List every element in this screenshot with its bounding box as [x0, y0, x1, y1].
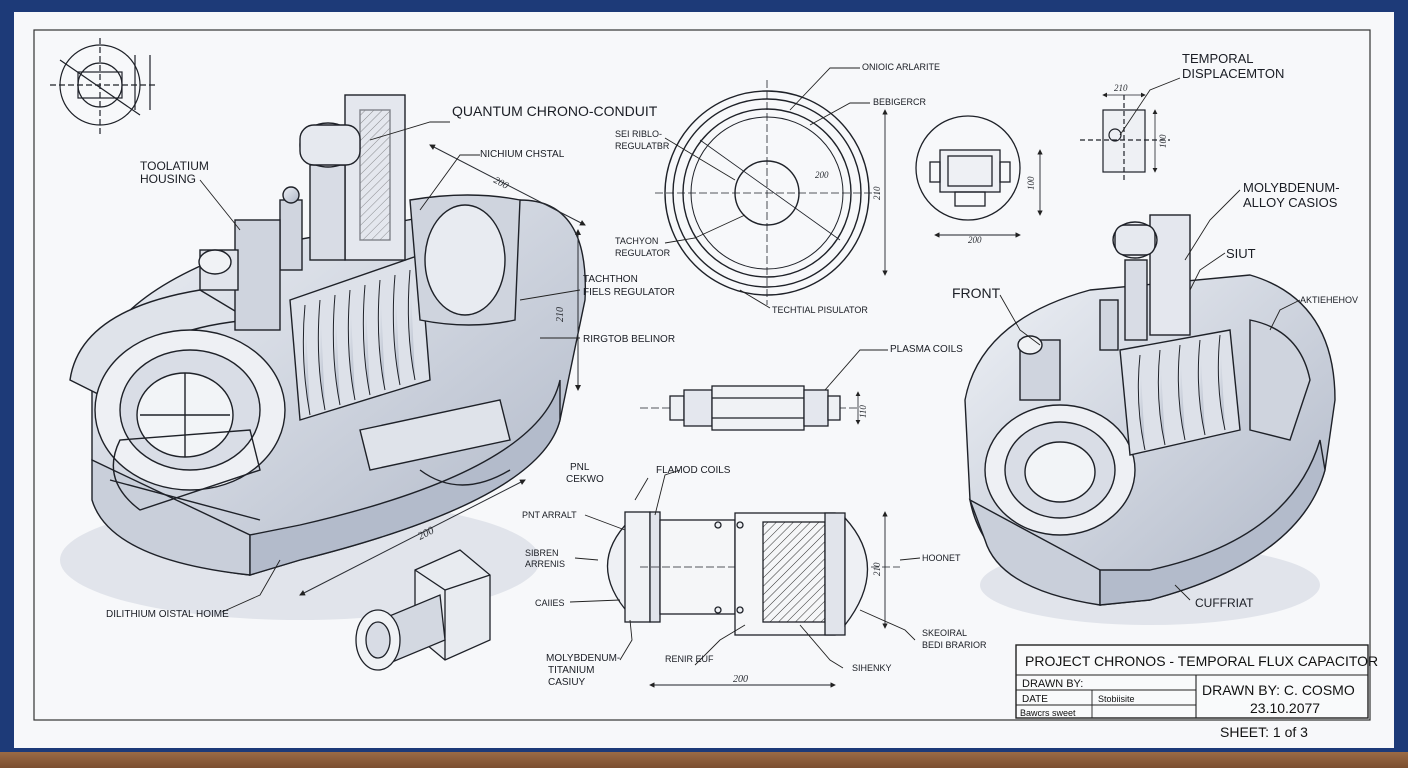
label-crystal-top: NICHIUM CHSTAL [480, 149, 565, 160]
label-tachyon-field-line2: FIELS REGULATOR [583, 287, 675, 298]
top-left-circle-detail [50, 38, 155, 135]
label-ringtob: RIRGTOB BELINOR [583, 334, 675, 345]
label-quantum-conduit: QUANTUM CHRONO-CONDUIT [452, 103, 658, 119]
label-moly-ti-line3: CASIUY [548, 677, 586, 688]
label-renir: RENIR EUF [665, 654, 714, 664]
dim-flange-horizontal: 200 [968, 235, 982, 245]
dim-flange-vertical: 100 [1026, 176, 1036, 190]
label-siren-line2: ARRENIS [525, 559, 565, 569]
table-edge [0, 752, 1408, 768]
title-block-sheet-left-label: Bawcrs sweet [1020, 708, 1076, 718]
label-temporal-line1: TEMPORAL [1182, 51, 1254, 66]
label-housing-line2: HOUSING [140, 172, 196, 186]
label-pnl-line2: CEKWO [566, 474, 604, 485]
dim-circle-inner: 200 [815, 170, 829, 180]
label-cuffriat: CUFFRIAT [1195, 596, 1254, 610]
label-front: FRONT [952, 285, 1001, 301]
leader-lines [199, 67, 1301, 669]
title-block: PROJECT CHRONOS - TEMPORAL FLUX CAPACITO… [1015, 644, 1378, 740]
label-siut: SIUT [1226, 246, 1256, 261]
label-bebigercr: BEBIGERCR [873, 97, 927, 107]
circular-section-view [655, 80, 888, 305]
title-block-sheet: SHEET: 1 of 3 [1220, 724, 1308, 740]
label-skeoiral-line2: BEDI BRARIOR [922, 640, 987, 650]
label-aktiehov: AKTIEHEHOV [1300, 295, 1358, 305]
plasma-coil-side-view [640, 385, 861, 431]
label-molybdenum-alloy-line1: MOLYBDENUM- [1243, 180, 1340, 195]
title-block-date-label: DATE [1022, 694, 1048, 705]
label-temporal-line2: DISPLACEMTON [1182, 66, 1284, 81]
temporal-displacement-view [1080, 92, 1170, 180]
dim-temporal-horizontal: 210 [1114, 83, 1128, 93]
label-pnl-line1: PNL [570, 462, 590, 473]
label-sihenky: SIHENKY [852, 663, 892, 673]
longitudinal-section-view [607, 511, 900, 688]
label-skeoiral-line1: SKEOIRAL [922, 628, 967, 638]
dim-right: 210 [555, 307, 566, 322]
label-housing-line1: TOOLATIUM [140, 159, 209, 173]
label-tachyon-field-line1: TACHTHON [583, 274, 638, 285]
label-caiies: CAIIES [535, 598, 565, 608]
right-isometric-assembly [964, 214, 1336, 625]
title-block-date: 23.10.2077 [1250, 700, 1320, 716]
title-block-date-value: Stobiisite [1098, 694, 1135, 704]
label-technical-insulator: TECHTIAL PISULATOR [772, 305, 868, 315]
dim-section-vertical: 210 [872, 562, 882, 576]
title-block-drawn-by: DRAWN BY: C. COSMO [1202, 682, 1355, 698]
left-dimension-lines [299, 144, 586, 596]
dim-plasma: 110 [858, 405, 868, 418]
label-onion: ONIOIC ARLARITE [862, 62, 940, 72]
label-flamod-coils: FLAMOD COILS [656, 465, 731, 476]
dim-circle-vertical: 210 [872, 186, 882, 200]
dim-section-horizontal: 200 [733, 674, 748, 685]
label-molybdenum-alloy-line2: ALLOY CASIOS [1243, 195, 1338, 210]
label-tachyon-reg-line2: REGULATOR [615, 248, 671, 258]
label-moly-ti-line1: MOLYBDENUM- [546, 653, 620, 664]
label-tachyon-reg-line1: TACHYON [615, 236, 658, 246]
inner-border [33, 29, 1371, 721]
title-block-title: PROJECT CHRONOS - TEMPORAL FLUX CAPACITO… [1025, 653, 1378, 669]
label-sel-regulator-line2: REGULATBR [615, 141, 670, 151]
dimension-values: 200 210 200 210 200 200 100 210 100 110 … [416, 83, 1168, 685]
title-block-drawn-by-label: DRAWN BY: [1022, 678, 1083, 690]
left-isometric-assembly [60, 94, 587, 620]
dim-temporal-vertical: 100 [1158, 134, 1168, 148]
label-sel-regulator-line1: SEI RIBLO- [615, 129, 662, 139]
callout-labels: QUANTUM CHRONO-CONDUIT TOOLATIUM HOUSING… [106, 51, 1358, 688]
label-hoonet: HOONET [922, 553, 961, 563]
flange-detail-view [915, 115, 1043, 238]
label-plasma-coils: PLASMA COILS [890, 344, 963, 355]
dim-top: 200 [492, 175, 510, 192]
label-moly-ti-line2: TITANIUM [548, 665, 594, 676]
label-pnt-arralt: PNT ARRALT [522, 510, 577, 520]
label-siren-line1: SIBREN [525, 548, 559, 558]
label-dilithium: DILITHIUM OISTAL HOIME [106, 609, 229, 620]
